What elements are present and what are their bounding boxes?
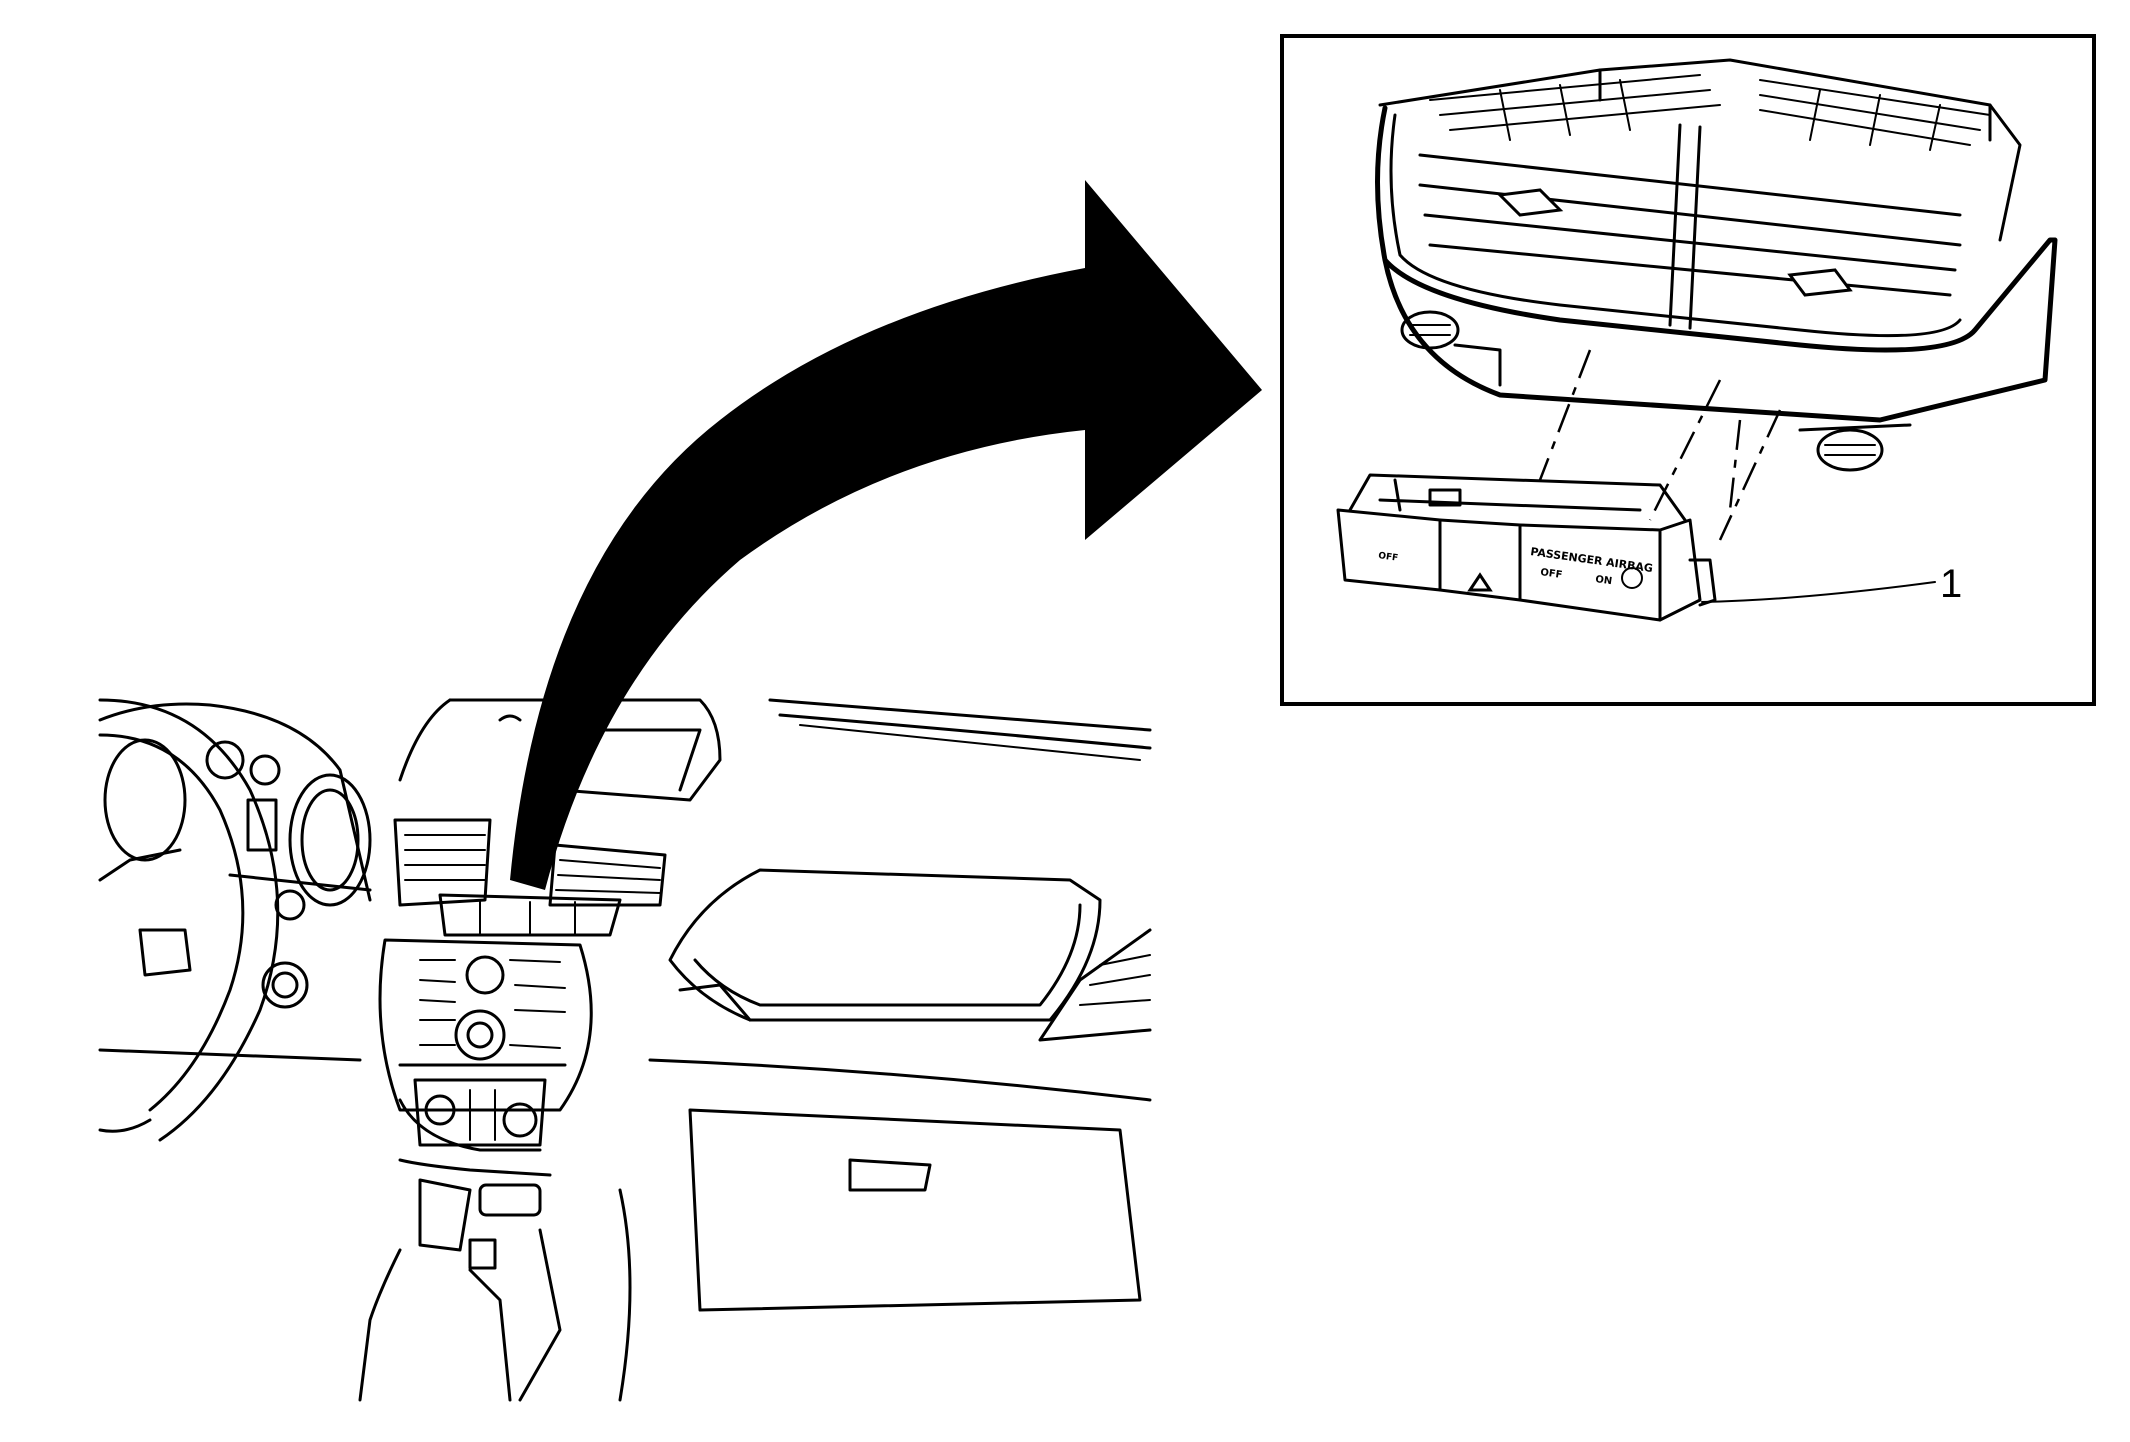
dashboard-illustration: [98, 698, 1152, 1402]
instrument-cluster: [98, 702, 372, 907]
callout-number: 1: [1940, 562, 1962, 606]
center-stack-illustration: [378, 938, 593, 1152]
callout-leader-line: [1701, 581, 1936, 603]
callout-1: 1: [1701, 562, 1962, 606]
ignition-icon: [261, 961, 309, 1009]
installation-guide-lines: [1538, 349, 1782, 541]
airbag-on-label: ON: [1595, 574, 1613, 587]
center-vents-illustration: [393, 818, 667, 937]
airbag-off-label: OFF: [1540, 567, 1563, 581]
detail-inset-frame: [1280, 34, 2096, 706]
lock-off-label: OFF: [1378, 551, 1399, 564]
vent-assembly-illustration: [1375, 58, 2058, 472]
curved-arrow-icon: [510, 180, 1262, 890]
